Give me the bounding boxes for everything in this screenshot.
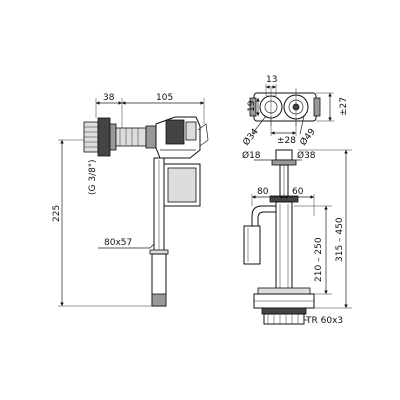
dim-38-label: 38 [103, 93, 115, 103]
flush-valve-drawing: Ø18 Ø38 80 60 210 – 250 315 – 450 TR 60x… [242, 149, 352, 326]
dim-d34-label: Ø34 [241, 126, 261, 148]
dim-tr-label: TR 60x3 [305, 316, 343, 326]
dim-27-label: ±27 [339, 97, 349, 116]
dim-thread-label: (G 3/8") [88, 160, 98, 195]
dim-225-label: 225 [52, 205, 62, 222]
dim-19-label: 19 [247, 100, 257, 112]
fill-valve-top-dimensions: 38 105 [95, 93, 205, 128]
dim-315-450-label: 315 – 450 [335, 217, 345, 262]
fill-valve-inlet [83, 117, 157, 157]
fill-valve-drawing: 38 105 (G 3/8") 225 80x57 [52, 93, 209, 307]
fill-valve-float-dimension: 80x57 [98, 238, 155, 249]
dim-13-label: 13 [266, 75, 277, 85]
fill-valve-head [155, 116, 209, 159]
dim-80x57-label: 80x57 [104, 238, 132, 248]
dim-210-250-label: 210 – 250 [314, 237, 324, 282]
dim-80-label: 80 [257, 187, 269, 197]
dim-d18-label: Ø18 [242, 150, 261, 161]
dim-d38-label: Ø38 [297, 150, 316, 161]
dim-28-label: ±28 [277, 136, 296, 146]
dim-105-label: 105 [156, 93, 173, 103]
fill-valve-height-dimension: 225 [52, 139, 152, 307]
dim-60-label: 60 [292, 187, 304, 197]
fill-valve-body [149, 157, 201, 307]
top-view-drawing: 13 19 ±28 ±27 Ø34 Ø49 [241, 75, 349, 148]
